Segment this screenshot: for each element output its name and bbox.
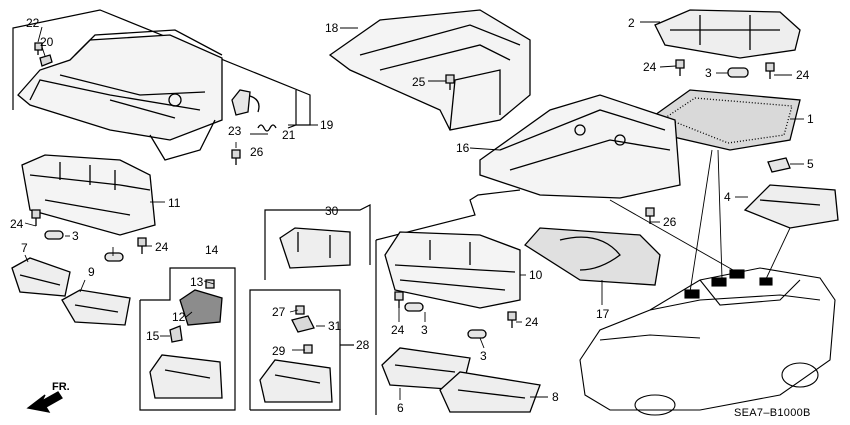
part-clip-15 bbox=[169, 325, 183, 343]
callout-19: 19 bbox=[320, 118, 334, 132]
callout-24: 24 bbox=[10, 217, 24, 231]
callout-21: 21 bbox=[282, 128, 296, 142]
part-screw-24f bbox=[507, 311, 517, 328]
frame-group-10 bbox=[375, 189, 521, 241]
callout-10: 10 bbox=[529, 268, 543, 282]
part-bulb-3c bbox=[727, 67, 749, 78]
callout-6: 6 bbox=[397, 401, 404, 415]
part-lens-17 bbox=[524, 227, 661, 286]
callout-11: 11 bbox=[168, 196, 181, 210]
part-switch-12 bbox=[179, 289, 223, 326]
callout-27: 27 bbox=[272, 305, 286, 319]
callout-23: 23 bbox=[228, 124, 242, 138]
callout-7: 7 bbox=[21, 241, 28, 255]
part-housing-16 bbox=[479, 94, 681, 199]
callout-labels: 22 20 19 23 26 21 11 24 3 24 7 9 30 14 1… bbox=[10, 16, 814, 415]
callout-20: 20 bbox=[40, 35, 54, 49]
frame-box-28 bbox=[249, 289, 341, 411]
callout-5: 5 bbox=[807, 157, 814, 171]
part-bulb-3d bbox=[404, 302, 424, 312]
part-screw-25 bbox=[445, 74, 455, 90]
callout-18: 18 bbox=[325, 21, 339, 35]
callout-25: 25 bbox=[412, 75, 426, 89]
callout-9: 9 bbox=[88, 265, 95, 279]
part-housing-14 bbox=[149, 354, 223, 399]
callout-2: 2 bbox=[628, 16, 635, 30]
callout-3: 3 bbox=[421, 323, 428, 337]
part-housing-28 bbox=[259, 359, 333, 403]
part-screw-29 bbox=[303, 344, 313, 354]
part-car bbox=[579, 267, 836, 416]
part-screw-24a bbox=[31, 209, 41, 226]
callout-26: 26 bbox=[663, 215, 677, 229]
part-illustrations bbox=[11, 9, 839, 416]
part-lamp-11 bbox=[21, 154, 156, 236]
callout-15: 15 bbox=[146, 329, 160, 343]
part-lamp-10 bbox=[384, 231, 521, 309]
callout-8: 8 bbox=[552, 390, 559, 404]
part-housing-2 bbox=[654, 9, 801, 59]
part-bracket-18 bbox=[328, 9, 531, 131]
callout-16: 16 bbox=[456, 141, 470, 155]
callout-12: 12 bbox=[172, 310, 186, 324]
part-socket-4 bbox=[743, 184, 839, 229]
part-lens-8 bbox=[439, 371, 541, 413]
part-bulb-5 bbox=[767, 157, 791, 173]
diagram-code: SEA7–B1000B bbox=[734, 407, 811, 419]
callout-14: 14 bbox=[205, 243, 219, 257]
part-clip-20 bbox=[39, 54, 53, 67]
part-bulb-3a bbox=[44, 230, 64, 240]
part-screw-24c bbox=[675, 59, 685, 76]
callout-30: 30 bbox=[325, 204, 339, 218]
part-spring-21 bbox=[257, 124, 277, 132]
part-screw-24d bbox=[765, 62, 775, 79]
part-screw-26a bbox=[231, 149, 241, 165]
callout-31: 31 bbox=[328, 319, 342, 333]
callout-3: 3 bbox=[480, 349, 487, 363]
part-switch-30 bbox=[279, 227, 351, 269]
callout-3: 3 bbox=[705, 66, 712, 80]
callout-29: 29 bbox=[272, 344, 286, 358]
front-direction-label: FR. bbox=[52, 381, 70, 393]
callout-24: 24 bbox=[391, 323, 405, 337]
part-screw-24b bbox=[137, 237, 147, 254]
part-lens-7 bbox=[11, 257, 71, 297]
frame-group-19-inner bbox=[287, 90, 297, 129]
part-screw-24e bbox=[394, 291, 404, 308]
callout-24: 24 bbox=[643, 60, 657, 74]
part-socket-23 bbox=[231, 89, 260, 116]
callout-24: 24 bbox=[525, 315, 539, 329]
callout-13: 13 bbox=[190, 275, 204, 289]
part-console-topleft bbox=[17, 29, 223, 161]
callout-28: 28 bbox=[356, 338, 370, 352]
callout-4: 4 bbox=[724, 190, 731, 204]
part-clip-31 bbox=[291, 315, 315, 333]
callout-26: 26 bbox=[250, 145, 264, 159]
part-bulb-3e bbox=[467, 329, 487, 339]
callout-17: 17 bbox=[596, 307, 610, 321]
callout-1: 1 bbox=[807, 112, 814, 126]
part-bulb-3b bbox=[104, 252, 124, 262]
frame-box-30 bbox=[264, 204, 371, 280]
callout-3: 3 bbox=[72, 229, 79, 243]
part-screw-22 bbox=[34, 42, 43, 55]
part-screw-27 bbox=[295, 305, 305, 315]
callout-24: 24 bbox=[155, 240, 169, 254]
frame-box-14 bbox=[139, 267, 236, 411]
leader-lines bbox=[24, 21, 804, 400]
callout-22: 22 bbox=[26, 16, 40, 30]
callout-24: 24 bbox=[796, 68, 810, 82]
part-lens-9 bbox=[61, 289, 131, 326]
front-arrow-icon bbox=[26, 391, 63, 413]
